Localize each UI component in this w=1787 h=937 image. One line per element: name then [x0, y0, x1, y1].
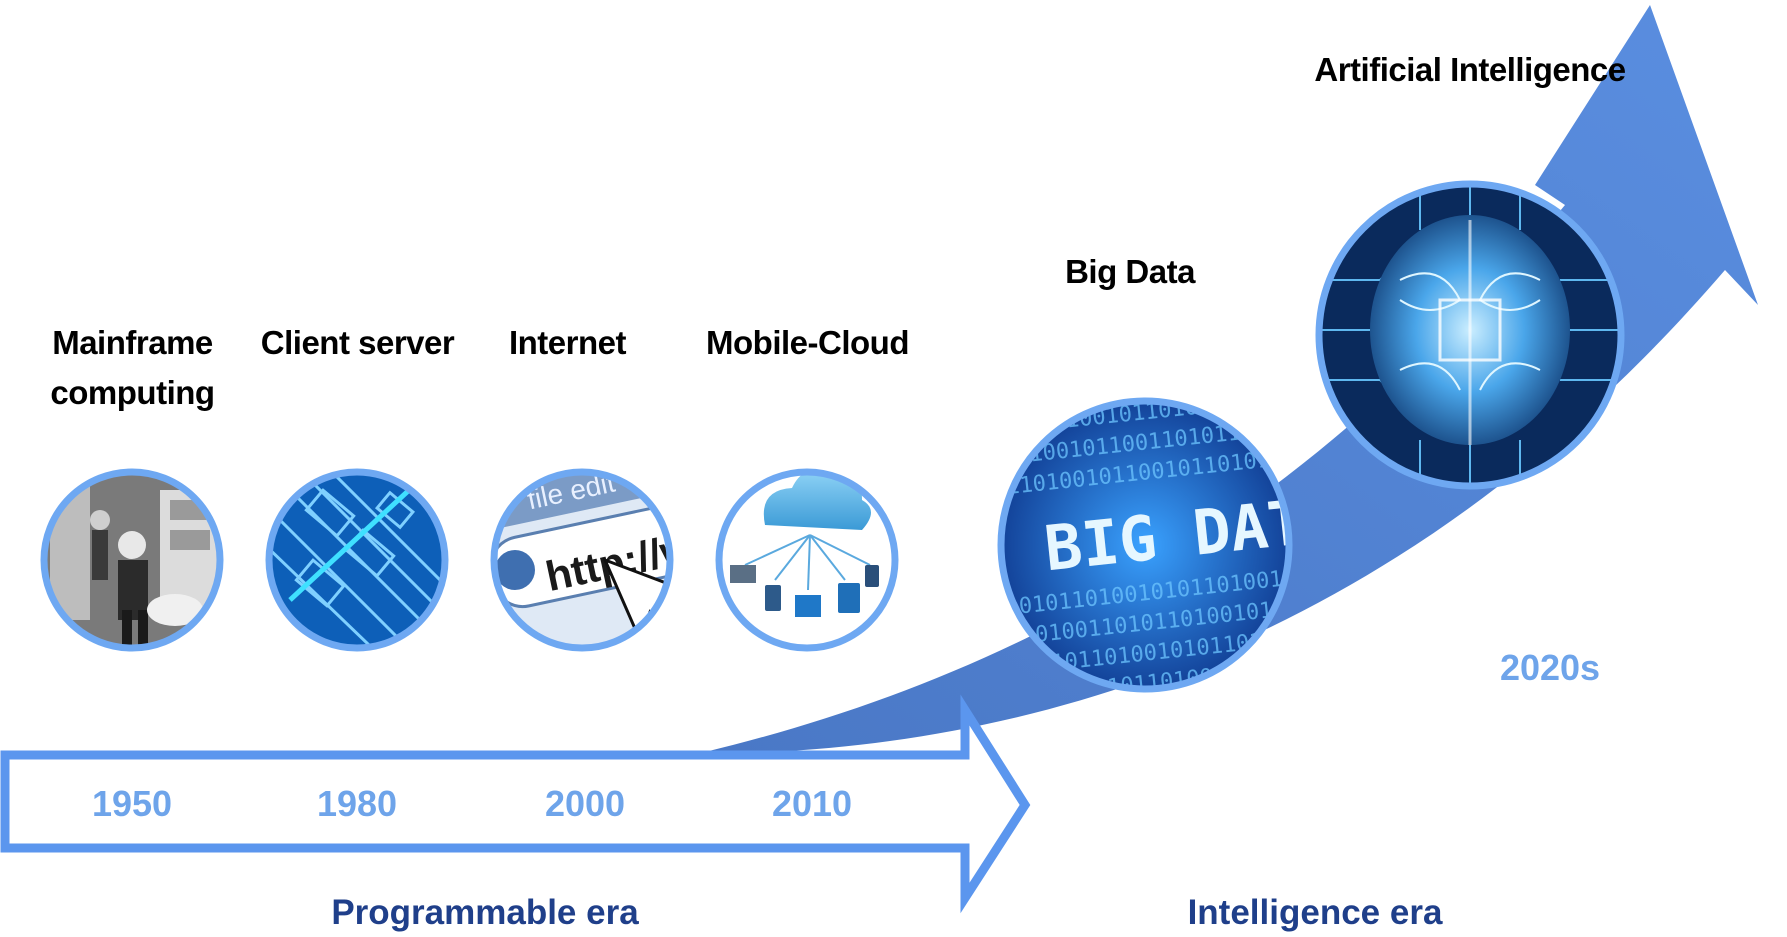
year-2010: 2010 [771, 783, 853, 824]
ai-brain-image [1315, 180, 1625, 490]
milestone-label-artificial-intelligence: Artificial Intelligence [1314, 51, 1626, 88]
year-2000: 2000 [544, 783, 626, 824]
milestone-label-big-data: Big Data [1065, 253, 1195, 290]
internet-image: file edit http://www [490, 468, 674, 652]
year-2020s: 2020s [1499, 647, 1601, 688]
mainframe-image [40, 468, 224, 652]
milestone-label-client-server: Client server [260, 324, 455, 361]
milestone-label-internet: Internet [508, 324, 627, 361]
programmable-era-arrow [0, 694, 1031, 914]
milestone-label-mobile-cloud: Mobile-Cloud [706, 324, 909, 361]
milestone-label-mainframe: Mainframe computing [50, 324, 215, 411]
year-1950: 1950 [91, 783, 173, 824]
era-label-intelligence: Intelligence era [1187, 893, 1443, 932]
mobile-cloud-image [715, 468, 899, 652]
client-server-image [265, 468, 449, 652]
year-1980: 1980 [316, 783, 398, 824]
era-label-programmable: Programmable era [331, 893, 639, 932]
